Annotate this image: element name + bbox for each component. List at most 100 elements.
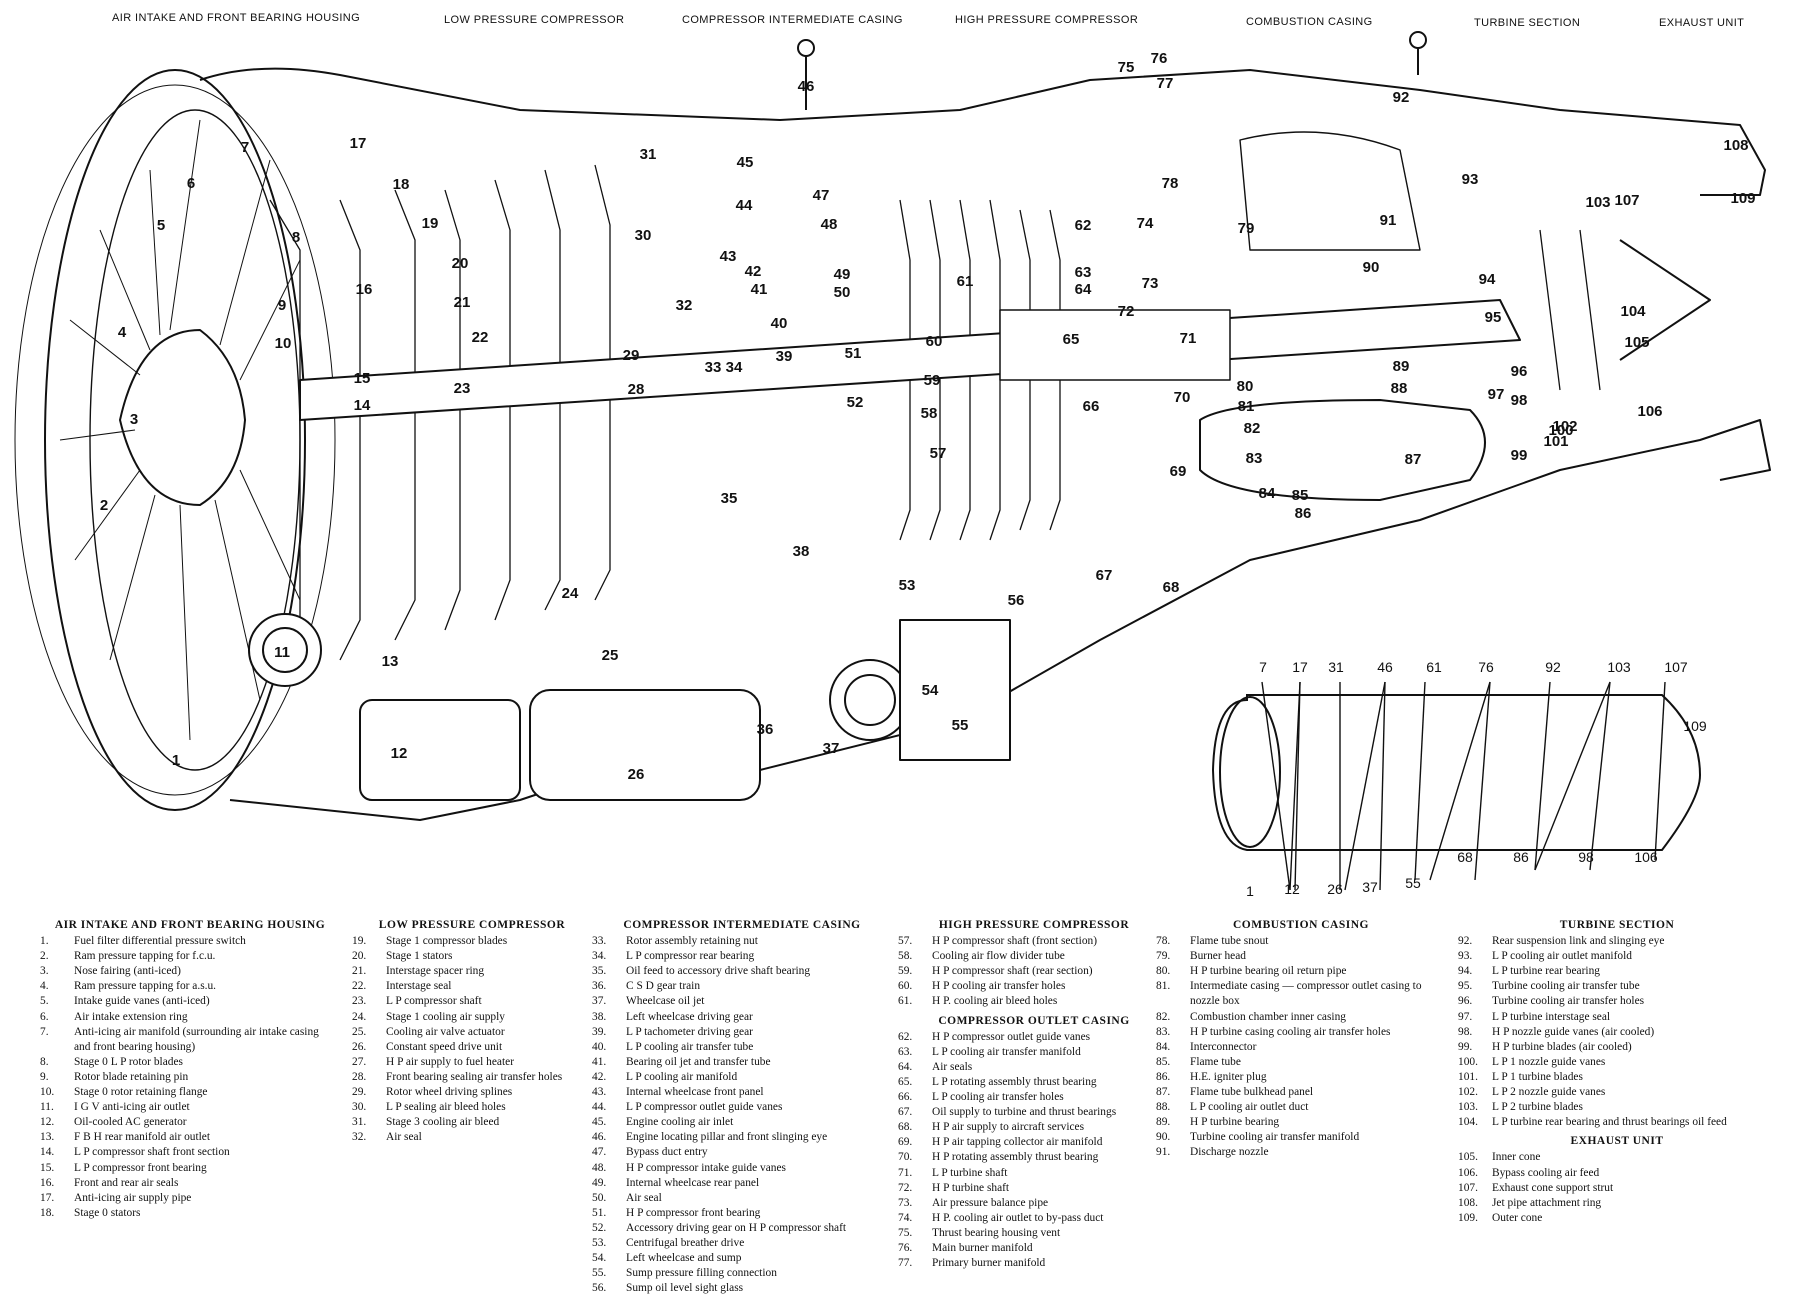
callout-19: 19: [422, 215, 439, 232]
callout-48: 48: [821, 216, 838, 233]
legend-item-number: 107.: [1458, 1181, 1478, 1194]
legend-item-number: 58.: [898, 950, 913, 963]
legend-item-text: H P. cooling air outlet to by-pass duct: [932, 1211, 1104, 1224]
legend-item: 99.H P turbine blades (air cooled): [1458, 1040, 1776, 1055]
legend-item-number: 40.: [592, 1040, 607, 1053]
legend-item-number: 83.: [1156, 1025, 1171, 1038]
callout-102: 102: [1552, 418, 1577, 435]
legend-item: 39.L P tachometer driving gear: [592, 1025, 892, 1040]
legend-item: 33.Rotor assembly retaining nut: [592, 934, 892, 949]
legend-item-number: 24.: [352, 1010, 367, 1023]
legend-item: 56.Sump oil level sight glass: [592, 1281, 892, 1296]
legend-item-text: H P compressor shaft (front section): [932, 935, 1098, 948]
callout-74: 74: [1137, 215, 1154, 232]
callout-40: 40: [771, 315, 788, 332]
callout-54: 54: [922, 682, 939, 699]
legend-item: 86.H.E. igniter plug: [1156, 1070, 1446, 1085]
legend-item-text: Left wheelcase driving gear: [626, 1010, 753, 1023]
legend-item: 36.C S D gear train: [592, 979, 892, 994]
legend-item: 69. H P air tapping collector air manifol…: [898, 1135, 1170, 1150]
callout-88: 88: [1391, 380, 1408, 397]
legend-item: 87.Flame tube bulkhead panel: [1156, 1085, 1446, 1100]
legend-item-text: Cooling air flow divider tube: [932, 950, 1065, 963]
legend-item: 2.Ram pressure tapping for f.c.u.: [40, 949, 340, 964]
legend-item-number: 44.: [592, 1101, 607, 1114]
legend-item-number: 28.: [352, 1070, 367, 1083]
legend-item-text: Rear suspension link and slinging eye: [1492, 935, 1665, 948]
legend-item: 72.H P turbine shaft: [898, 1181, 1170, 1196]
callout-69: 69: [1170, 463, 1187, 480]
legend-item: 41.Bearing oil jet and transfer tube: [592, 1055, 892, 1070]
callout-65: 65: [1063, 331, 1080, 348]
legend-item-number: 72.: [898, 1181, 913, 1194]
legend-item-text: L P 2 nozzle guide vanes: [1492, 1086, 1606, 1099]
legend-item: 60.H P cooling air transfer holes: [898, 979, 1170, 994]
legend-item-text: C S D gear train: [626, 980, 701, 993]
legend-item: 23.L P compressor shaft: [352, 994, 592, 1009]
legend-item-text: L P turbine rear bearing: [1492, 965, 1600, 978]
inset-top-label-92: 92: [1545, 659, 1561, 675]
callout-87: 87: [1405, 451, 1422, 468]
legend-item-number: 22.: [352, 980, 367, 993]
callout-60: 60: [926, 333, 943, 350]
callout-64: 64: [1075, 281, 1092, 298]
callout-68: 68: [1163, 579, 1180, 596]
legend-item-text: L P 1 turbine blades: [1492, 1070, 1583, 1083]
callout-51: 51: [845, 345, 862, 362]
legend-item-text: Flame tube snout: [1190, 935, 1269, 948]
callout-16: 16: [356, 281, 373, 298]
legend-item: 80.H P turbine bearing oil return pipe: [1156, 964, 1446, 979]
legend-item-text: Main burner manifold: [932, 1241, 1033, 1254]
legend-item: 100.L P 1 nozzle guide vanes: [1458, 1055, 1776, 1070]
legend-item-number: 30.: [352, 1101, 367, 1114]
legend-heading: AIR INTAKE AND FRONT BEARING HOUSING: [54, 919, 326, 931]
legend-item-text: H P air tapping collector air manifold: [932, 1136, 1103, 1149]
legend-item: 11.I G V anti-icing air outlet: [40, 1100, 340, 1115]
callout-71: 71: [1180, 330, 1197, 347]
legend-item: 61.H P. cooling air bleed holes: [898, 994, 1170, 1009]
legend-item-number: 20.: [352, 950, 367, 963]
legend-item-text: L P cooling air outlet duct: [1190, 1101, 1309, 1114]
legend-item: 10.Stage 0 rotor retaining flange: [40, 1085, 340, 1100]
legend-item-text: H P turbine bearing: [1190, 1116, 1280, 1129]
legend-item-number: 93.: [1458, 950, 1473, 963]
callout-39: 39: [776, 348, 793, 365]
legend-item: 106.Bypass cooling air feed: [1458, 1166, 1776, 1181]
callout-49: 49: [834, 266, 851, 283]
legend-item-text: Interstage spacer ring: [386, 965, 485, 978]
legend-item-number: 71.: [898, 1166, 913, 1179]
legend-item-number: 85.: [1156, 1055, 1171, 1068]
callout-36: 36: [757, 721, 774, 738]
legend-item-text: Stage 0 L P rotor blades: [74, 1055, 183, 1068]
callout-106: 106: [1637, 403, 1662, 420]
legend-item-text: Air pressure balance pipe: [932, 1196, 1049, 1209]
callout-55: 55: [952, 717, 969, 734]
legend-item: 7.Anti-icing air manifold (surrounding a…: [40, 1025, 340, 1055]
legend-item-number: 70.: [898, 1151, 913, 1164]
legend-item-text: Stage 0 stators: [74, 1206, 141, 1219]
legend-item-number: 8.: [40, 1055, 49, 1068]
legend-item-number: 57.: [898, 935, 913, 948]
legend-item-number: 6.: [40, 1010, 49, 1023]
callout-18: 18: [393, 176, 410, 193]
legend-item: 85.Flame tube: [1156, 1055, 1446, 1070]
callout-107: 107: [1614, 192, 1639, 209]
legend-item-number: 66.: [898, 1091, 913, 1104]
legend-item-number: 91.: [1156, 1146, 1171, 1159]
legend-item-number: 79.: [1156, 950, 1171, 963]
legend-heading: TURBINE SECTION: [1559, 919, 1675, 931]
callout-108: 108: [1723, 137, 1748, 154]
legend-item-text: Engine locating pillar and front slingin…: [626, 1131, 828, 1144]
legend-item-number: 69.: [898, 1136, 913, 1149]
legend-item-number: 47.: [592, 1146, 607, 1159]
callout-100: 100: [1548, 422, 1573, 439]
legend-item-number: 52.: [592, 1221, 607, 1234]
legend-item: 91.Discharge nozzle: [1156, 1145, 1446, 1160]
callout-56: 56: [1008, 592, 1025, 609]
section-title-hp-compressor: HIGH PRESSURE COMPRESSOR: [955, 14, 1139, 26]
callout-8: 8: [292, 229, 300, 246]
callout-104: 104: [1620, 303, 1646, 320]
legend-item-number: 54.: [592, 1252, 607, 1265]
legend-item-text: H P air supply to aircraft services: [932, 1121, 1085, 1134]
legend-item-number: 50.: [592, 1191, 607, 1204]
